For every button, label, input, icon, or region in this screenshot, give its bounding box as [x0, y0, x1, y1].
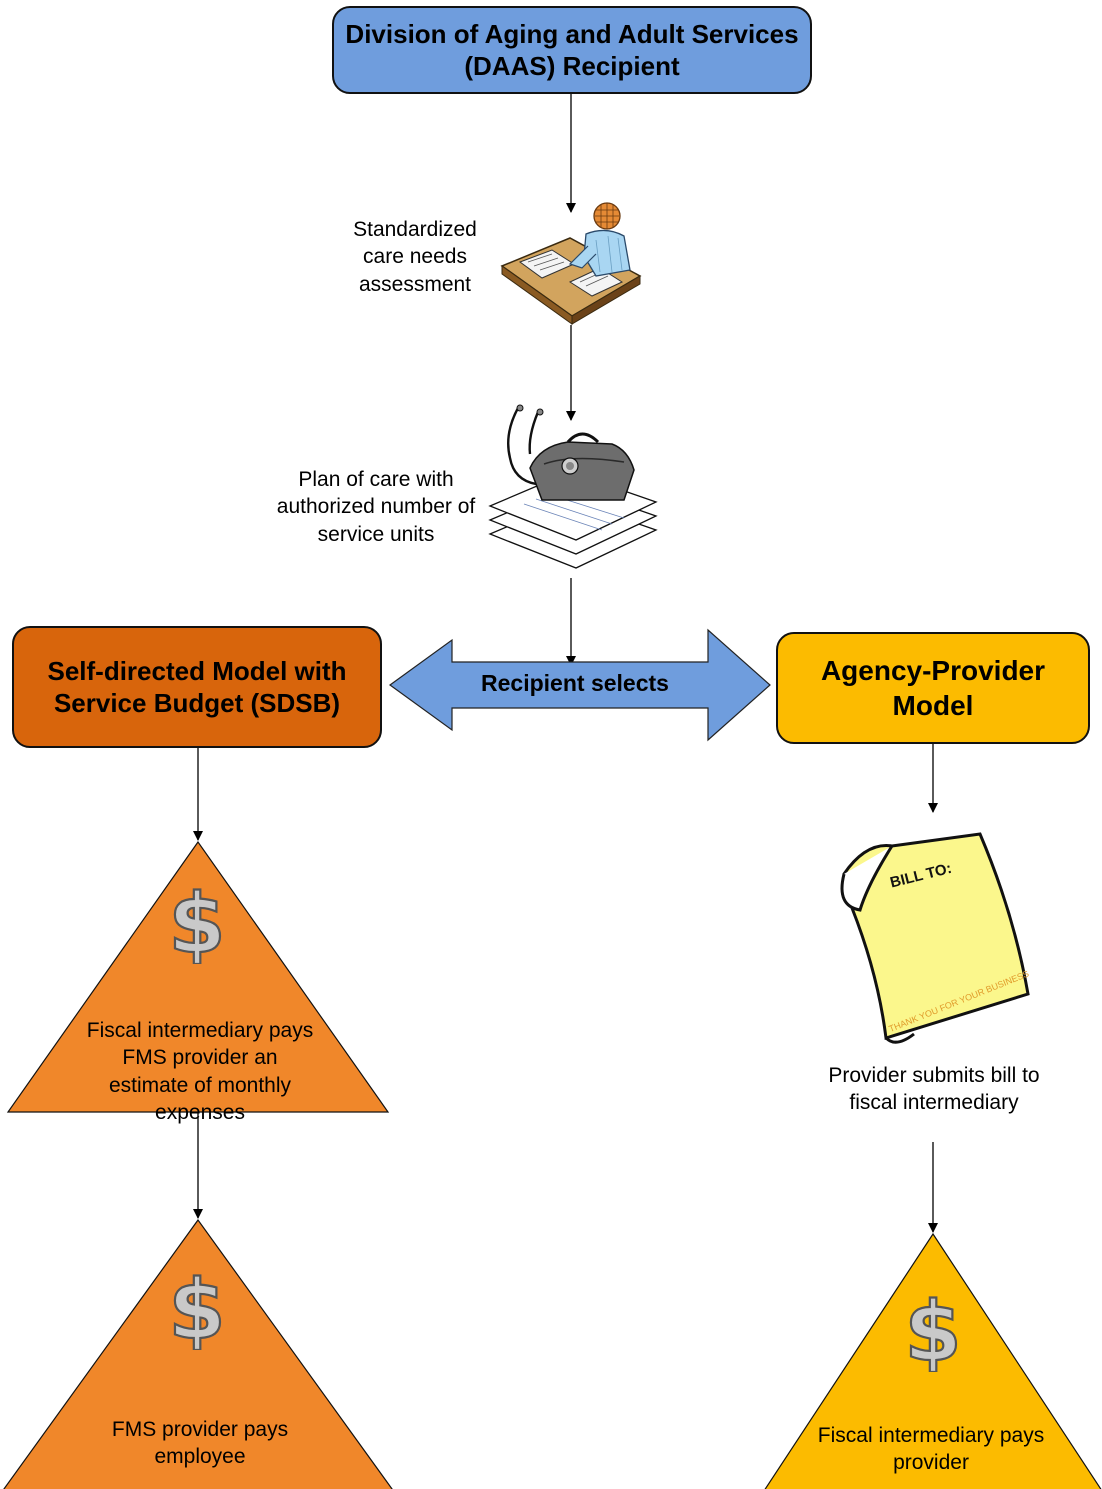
- svg-text:$: $: [168, 878, 225, 964]
- fms-pays-employee-label: FMS provider pays employee: [111, 1418, 289, 1469]
- person-at-desk-icon: [500, 202, 642, 325]
- sdsb-model-label: Self-directed Model with Service Budget …: [47, 655, 347, 719]
- sdsb-model-box: Self-directed Model with Service Budget …: [12, 626, 382, 748]
- medical-bag-stethoscope-icon: [488, 404, 658, 569]
- daas-recipient-box: Division of Aging and Adult Services (DA…: [332, 6, 812, 94]
- agency-provider-model-box: Agency-Provider Model: [776, 632, 1090, 744]
- fi-pays-fms-label: Fiscal intermediary pays FMS provider an…: [86, 1019, 314, 1124]
- bill-submission-label: Provider submits bill to fiscal intermed…: [828, 1064, 1040, 1115]
- plan-of-care-label: Plan of care with authorized number of s…: [276, 468, 476, 546]
- double-arrow: [388, 628, 771, 742]
- triangle-fi-pays-fms: [6, 840, 390, 1113]
- dollar-sign-icon: $: [167, 1264, 226, 1350]
- triangle-fi-pays-provider: [764, 1232, 1102, 1489]
- bill-paper-icon: BILL TO: THANK YOU FOR YOUR BUSINESS: [840, 832, 1030, 1044]
- assessment-label: Standardized care needs assessment: [353, 218, 477, 296]
- svg-text:$: $: [168, 1264, 225, 1350]
- fi-pays-provider-label: Fiscal intermediary pays provider: [817, 1424, 1045, 1475]
- triangle-fms-pays-employee: [3, 1218, 393, 1489]
- svg-text:$: $: [904, 1286, 961, 1372]
- dollar-sign-icon: $: [903, 1286, 962, 1372]
- agency-provider-model-label: Agency-Provider Model: [820, 655, 1046, 721]
- daas-recipient-label: Division of Aging and Adult Services (DA…: [345, 18, 799, 82]
- recipient-selects-label: Recipient selects: [481, 670, 669, 696]
- dollar-sign-icon: $: [167, 878, 226, 964]
